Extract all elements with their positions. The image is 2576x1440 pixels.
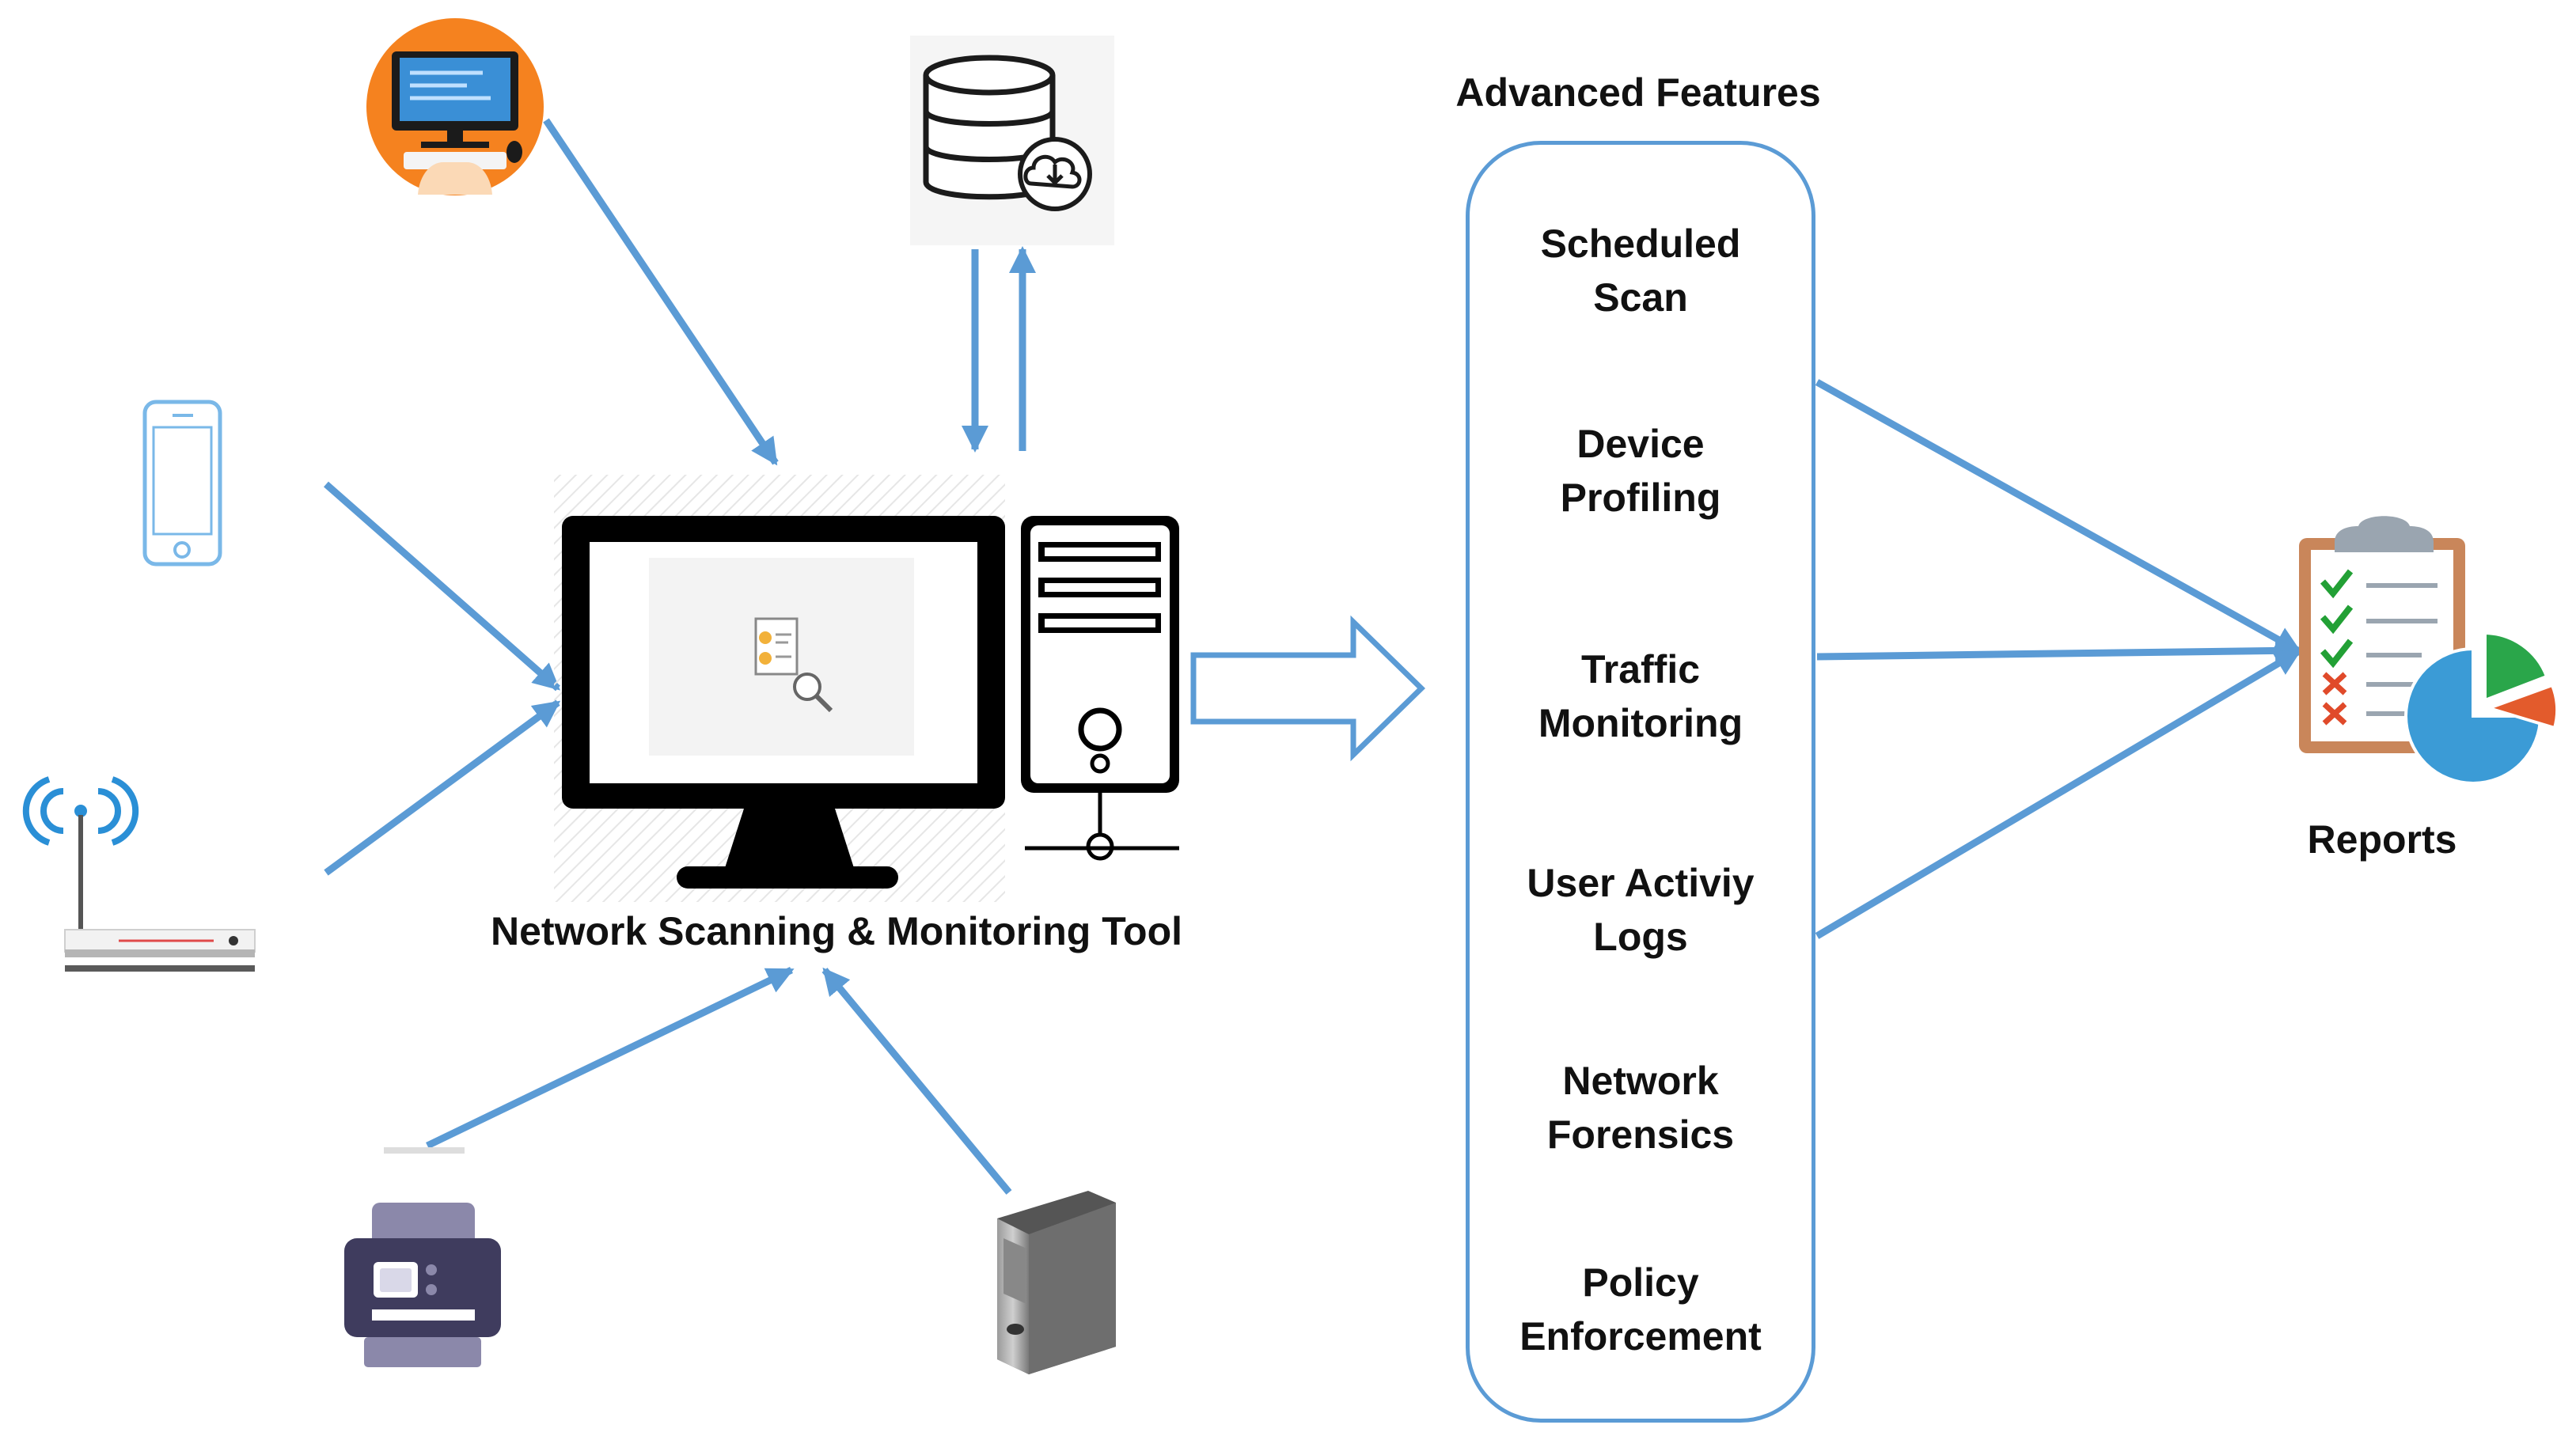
- database-download-icon: [910, 36, 1114, 245]
- wifi-router-icon: [22, 776, 256, 972]
- feature-user-activity-logs: User Activiy Logs: [1470, 857, 1812, 964]
- feature-line: Monitoring: [1538, 700, 1743, 745]
- feature-line: Network: [1562, 1059, 1719, 1103]
- advanced-features-box: Scheduled Scan Device Profiling Traffic …: [1466, 141, 1815, 1423]
- printer-icon: [344, 1147, 501, 1367]
- feature-scheduled-scan: Scheduled Scan: [1470, 218, 1812, 324]
- arrow-workstation-to-tool: [543, 118, 779, 466]
- feature-line: Traffic: [1580, 647, 1701, 692]
- smartphone-icon: [142, 400, 222, 567]
- advanced-features-title: Advanced Features: [1455, 70, 1821, 115]
- reports-label: Reports: [2307, 817, 2457, 862]
- clipboard-report-icon: [2299, 516, 2559, 785]
- arrow-features-to-reports-bottom: [1815, 648, 2302, 939]
- block-arrow-to-features: [1190, 615, 1426, 762]
- arrow-server-to-tool: [821, 967, 1012, 1195]
- monitor-icon: [554, 475, 1005, 902]
- arrow-router-to-tool: [324, 699, 561, 876]
- connector-arrows: [324, 118, 2302, 1195]
- feature-line: Scan: [1593, 275, 1688, 320]
- feature-line: User Activiy: [1527, 861, 1755, 905]
- tool-label: Network Scanning & Monitoring Tool: [491, 909, 1183, 953]
- feature-traffic-monitoring: Traffic Monitoring: [1470, 643, 1812, 750]
- feature-line: Enforcement: [1519, 1313, 1762, 1359]
- feature-line: Policy: [1582, 1260, 1699, 1305]
- computer-tower-icon: [1021, 516, 1179, 861]
- feature-device-profiling: Device Profiling: [1470, 418, 1812, 525]
- arrow-phone-to-tool: [324, 481, 561, 692]
- arrow-features-to-reports-top: [1815, 379, 2302, 654]
- workstation-icon: [366, 18, 544, 195]
- server-tower-icon: [997, 1191, 1116, 1374]
- feature-line: Logs: [1593, 914, 1688, 959]
- arrow-features-to-reports-mid: [1816, 637, 2302, 665]
- feature-policy-enforcement: Policy Enforcement: [1470, 1256, 1812, 1363]
- feature-line: Profiling: [1560, 475, 1721, 520]
- arrow-printer-to-tool: [426, 966, 795, 1150]
- feature-line: Forensics: [1546, 1112, 1735, 1157]
- report-search-icon: [754, 617, 833, 713]
- feature-network-forensics: Network Forensics: [1470, 1055, 1812, 1161]
- feature-line: Scheduled: [1540, 222, 1741, 266]
- feature-line: Device: [1576, 422, 1705, 466]
